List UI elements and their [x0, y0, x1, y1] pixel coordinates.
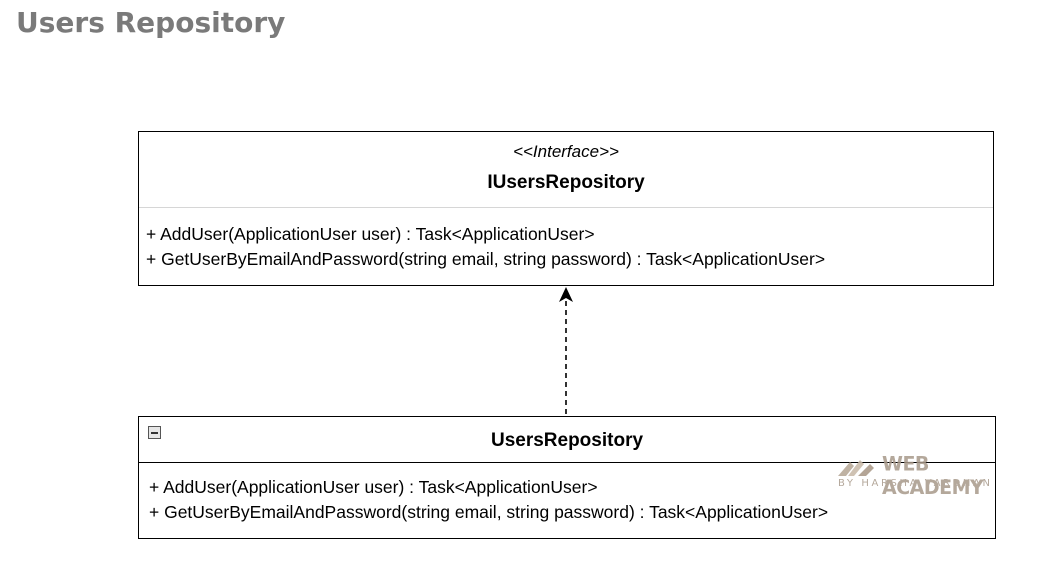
- watermark-name: WEB ACADEMY: [882, 452, 984, 500]
- interface-member-get-user: + GetUserByEmailAndPassword(string email…: [146, 249, 826, 269]
- interface-class-header: <<Interface>> IUsersRepository: [139, 132, 993, 208]
- realization-arrowhead: [559, 287, 573, 302]
- watermark: WEB ACADEMY BY HARSHA VARDHAN: [836, 453, 1008, 499]
- watermark-logo-icon: [838, 460, 874, 476]
- implementation-class-name: UsersRepository: [490, 430, 644, 451]
- implementation-class-header: UsersRepository: [139, 417, 995, 463]
- page-title: Users Repository: [16, 6, 286, 39]
- implementation-member-add-user: + AddUser(ApplicationUser user) : Task<A…: [149, 477, 598, 497]
- implementation-class-box[interactable]: UsersRepository + AddUser(ApplicationUse…: [138, 416, 996, 539]
- collapse-icon[interactable]: [148, 426, 161, 439]
- interface-class-box[interactable]: <<Interface>> IUsersRepository + AddUser…: [138, 131, 994, 286]
- interface-member-add-user: + AddUser(ApplicationUser user) : Task<A…: [146, 224, 595, 244]
- implementation-member-get-user: + GetUserByEmailAndPassword(string email…: [149, 502, 829, 522]
- watermark-subtitle: BY HARSHA VARDHAN: [838, 478, 993, 489]
- implementation-members: + AddUser(ApplicationUser user) : Task<A…: [139, 463, 995, 525]
- interface-stereotype: <<Interface>>: [513, 142, 619, 161]
- interface-members: + AddUser(ApplicationUser user) : Task<A…: [139, 208, 993, 272]
- interface-class-name: IUsersRepository: [487, 172, 645, 193]
